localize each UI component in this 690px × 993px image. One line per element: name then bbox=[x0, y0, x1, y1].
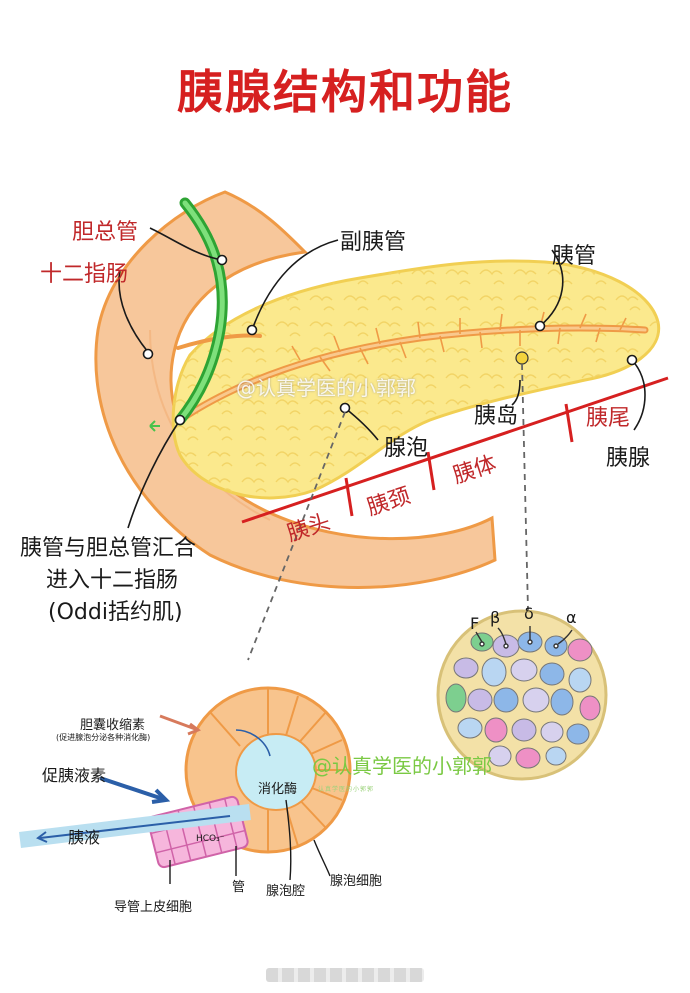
label-accessory-duct: 副胰管 bbox=[340, 230, 407, 255]
islet-detail bbox=[436, 609, 608, 781]
acinus-detail bbox=[19, 686, 352, 884]
label-cell-alpha: α bbox=[566, 608, 577, 627]
label-enzymes: 消化酶 bbox=[258, 782, 298, 797]
label-cell-delta: δ bbox=[524, 604, 534, 623]
label-hco3: HCO₃⁻ bbox=[196, 834, 225, 844]
label-pancreatic-duct: 胰管 bbox=[552, 244, 597, 269]
leader-lines bbox=[118, 227, 646, 529]
islet-cells bbox=[445, 631, 601, 769]
leader-dots bbox=[142, 254, 638, 426]
label-cell-beta: β bbox=[490, 608, 501, 627]
label-cck-note: (促进腺泡分泌各种消化酶) bbox=[56, 733, 151, 742]
label-islet: 胰岛 bbox=[474, 404, 519, 429]
watermark-main: @认真学医的小郭郭 bbox=[236, 376, 416, 400]
label-acinar-lumen: 腺泡腔 bbox=[266, 884, 306, 899]
label-junction-line2: 进入十二指肠 bbox=[46, 568, 179, 593]
label-duodenum: 十二指肠 bbox=[40, 262, 129, 287]
label-tail: 胰尾 bbox=[586, 406, 631, 431]
watermark-secondary: @认真学医的小郭郭 bbox=[312, 754, 492, 778]
islet-dot bbox=[515, 351, 529, 365]
label-duct-epithelial: 导管上皮细胞 bbox=[114, 900, 193, 915]
zoom-guides bbox=[247, 363, 529, 661]
bottom-strip bbox=[266, 968, 424, 982]
region-divider-line bbox=[241, 376, 669, 524]
label-common-bile-duct: 胆总管 bbox=[72, 220, 139, 245]
flow-arrows bbox=[36, 714, 271, 843]
page-title: 胰腺结构和功能 bbox=[177, 65, 513, 119]
label-junction-line1: 胰管与胆总管汇合 bbox=[20, 536, 197, 561]
watermark-tiny: 认真学医的小郭郭 bbox=[318, 786, 375, 793]
label-secretin: 促胰液素 bbox=[42, 766, 107, 785]
duct-tube bbox=[19, 795, 251, 869]
label-duct: 管 bbox=[232, 880, 246, 895]
label-cell-f: F bbox=[470, 614, 480, 633]
label-pancreatic-juice: 胰液 bbox=[68, 828, 101, 847]
label-acinus: 腺泡 bbox=[384, 436, 429, 461]
label-acinar-cell: 腺泡细胞 bbox=[330, 874, 383, 889]
label-pancreas: 胰腺 bbox=[606, 446, 651, 471]
label-cck: 胆囊收缩素 bbox=[80, 718, 146, 733]
label-junction-line3: (Oddi括约肌) bbox=[48, 600, 183, 625]
